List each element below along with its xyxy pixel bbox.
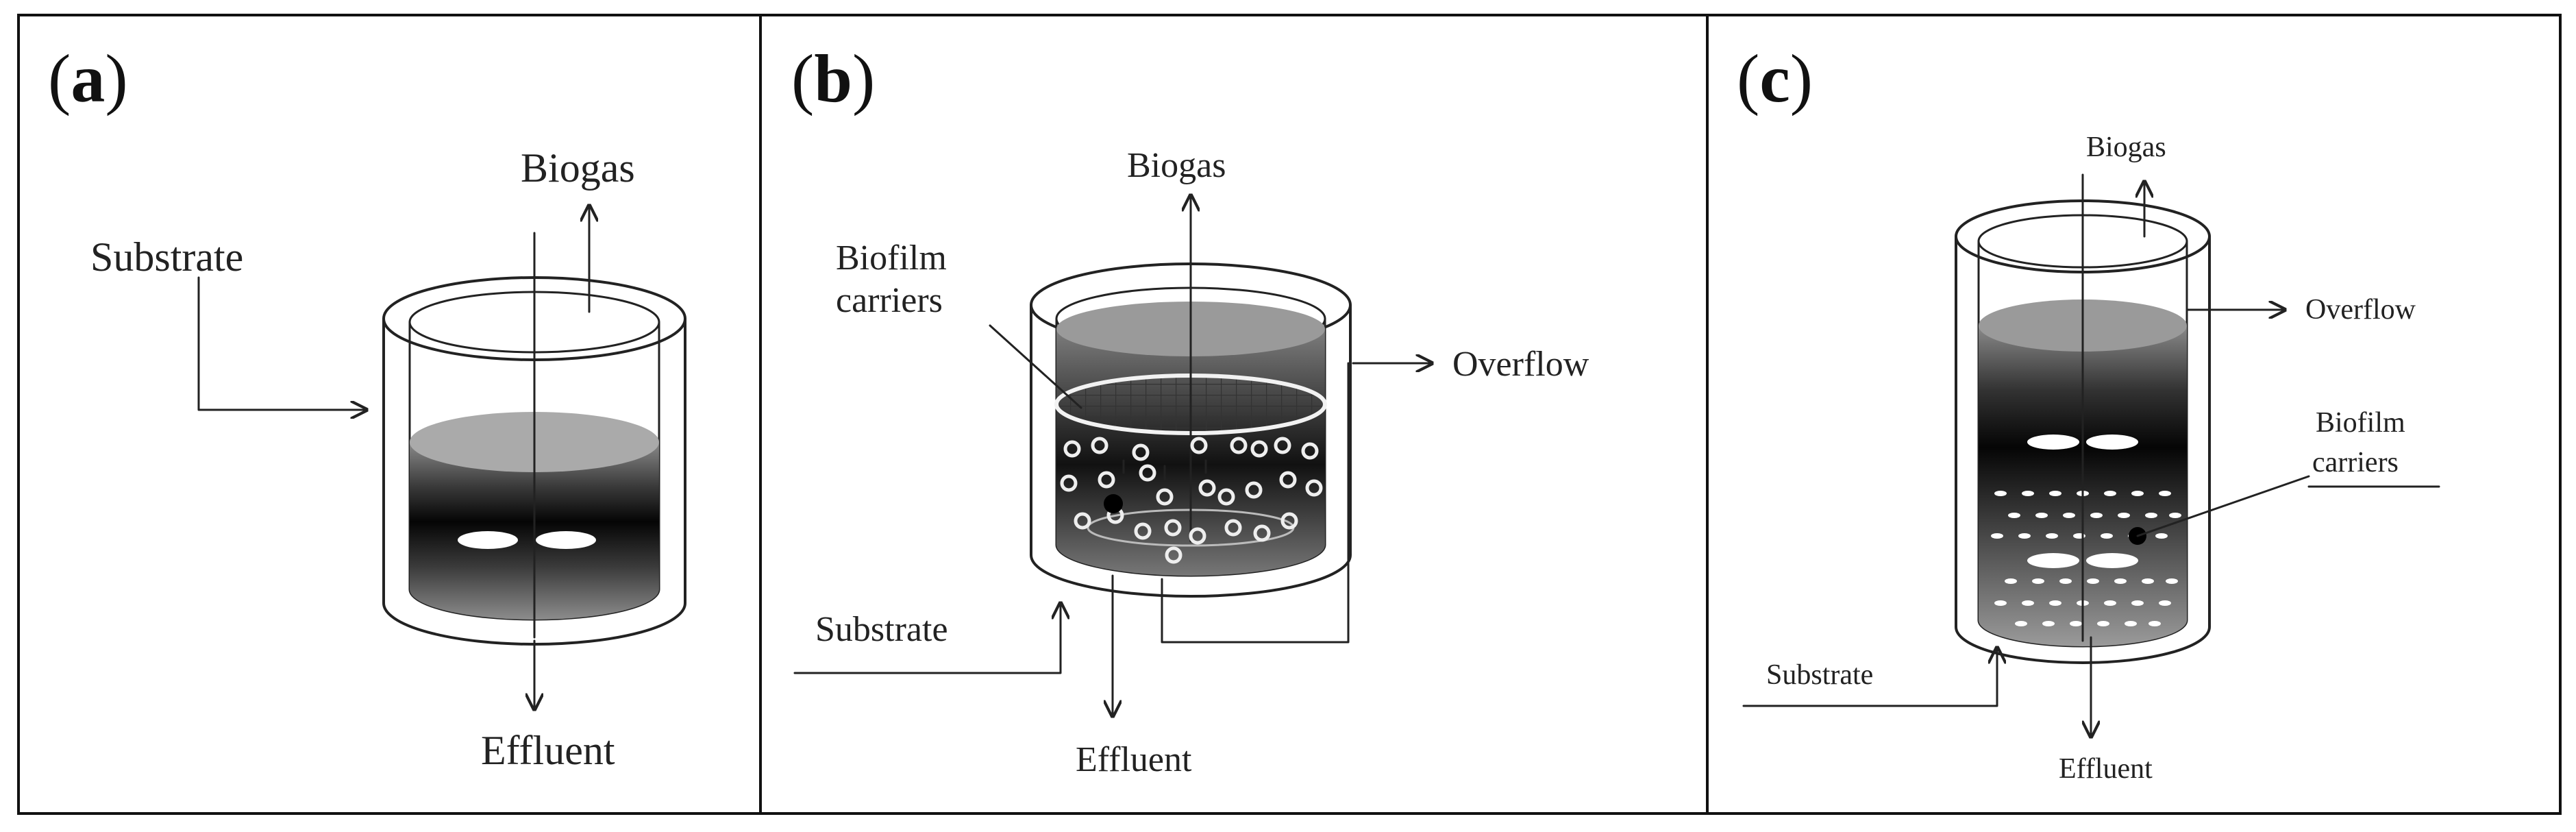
overflow-label-b: Overflow — [1452, 345, 1589, 384]
biofilm-label-c-1: Biofilm — [2316, 407, 2405, 439]
panel-a-label: (a) — [48, 40, 128, 117]
impeller-a-left — [458, 531, 518, 549]
biogas-label-a: Biogas — [521, 145, 635, 191]
substrate-arrow-a — [197, 276, 367, 410]
panel-b-label: (b) — [791, 40, 875, 117]
impeller-c-lower-left — [2027, 553, 2079, 568]
panel-a-letter: a — [71, 40, 105, 117]
impeller-c-upper-left — [2027, 435, 2079, 450]
biogas-label-b: Biogas — [1127, 146, 1226, 185]
reactor-b — [1030, 262, 1352, 598]
panel-c-letter: c — [1759, 40, 1789, 117]
biofilm-pointer-b — [989, 324, 1082, 409]
figure-frame — [17, 14, 2562, 815]
reactor-a — [382, 232, 686, 646]
substrate-label-c: Substrate — [1766, 659, 1873, 691]
overflow-label-c: Overflow — [2305, 294, 2416, 326]
substrate-label-a: Substrate — [90, 234, 243, 280]
biofilm-pointer-c — [2136, 475, 2310, 537]
biofilm-label-c-2: carriers — [2312, 447, 2399, 478]
panel-b-letter: b — [814, 40, 852, 117]
panel-a: (a) Biogas Substrate Effluent — [48, 40, 686, 773]
panel-c: (c) — [1737, 40, 2440, 785]
bubble-arrows-b — [1122, 459, 1207, 481]
panel-b: (b) — [791, 40, 1589, 779]
impeller-c-lower-right — [2086, 553, 2138, 568]
effluent-label-b: Effluent — [1076, 740, 1192, 779]
panel-c-label: (c) — [1737, 40, 1813, 117]
biofilm-carriers-c — [1991, 491, 2181, 626]
reactor-c — [1955, 173, 2211, 664]
recirculation-line-b — [1161, 362, 1350, 644]
biofilm-label-b-2: carriers — [836, 281, 943, 320]
biofilm-label-b-1: Biofilm — [836, 238, 947, 278]
impeller-c-upper-right — [2086, 435, 2138, 450]
substrate-arrow-b — [793, 603, 1061, 674]
substrate-label-b: Substrate — [815, 610, 948, 649]
biogas-label-c: Biogas — [2086, 132, 2166, 163]
impeller-a-right — [536, 531, 596, 549]
effluent-label-a: Effluent — [481, 728, 615, 773]
biofilm-carriers-b — [1060, 437, 1323, 564]
substrate-arrow-c — [1742, 648, 1997, 707]
carrier-highlight-b — [1104, 494, 1123, 513]
effluent-label-c: Effluent — [2059, 753, 2153, 785]
